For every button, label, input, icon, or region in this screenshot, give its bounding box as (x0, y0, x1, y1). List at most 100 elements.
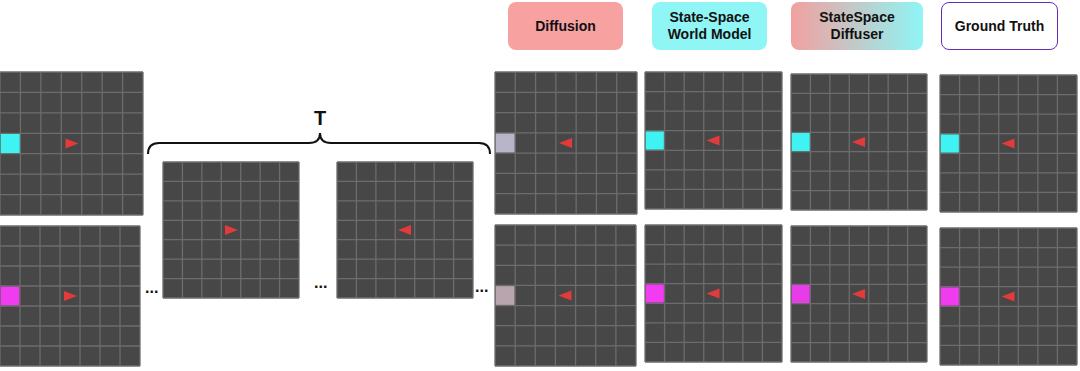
grid-line (940, 113, 1077, 114)
grid-line (723, 72, 724, 209)
grid-line (939, 228, 940, 365)
grid-line (337, 200, 473, 201)
colored-block (496, 286, 515, 305)
grid-line (868, 226, 869, 362)
grid-line (645, 91, 782, 92)
grid-line (791, 132, 927, 133)
grid-line (0, 153, 143, 154)
grid-line (495, 365, 636, 366)
grid-line (791, 93, 927, 94)
grid-line (926, 74, 927, 210)
agent-triangle (1002, 292, 1015, 302)
grid-line (61, 72, 62, 215)
grid-frame (163, 162, 299, 298)
grid-line (907, 74, 908, 210)
grid-line (0, 226, 1, 366)
grid-line (791, 73, 927, 74)
grid-line (0, 72, 1, 215)
grid-line (0, 365, 140, 366)
grid-line (616, 72, 617, 214)
grid-line (20, 72, 21, 215)
grid-line (645, 169, 782, 170)
grid-line (742, 225, 743, 362)
grid-line (781, 225, 782, 362)
grid-line (762, 225, 763, 362)
grid-line (0, 173, 143, 174)
method-header: Diffusion (508, 2, 623, 50)
grid-line (221, 162, 222, 298)
agent-triangle (64, 291, 77, 301)
grid-line (595, 225, 596, 366)
grid-line (201, 162, 202, 298)
colored-block (941, 134, 959, 152)
grid-line (163, 220, 299, 221)
grid-line (907, 226, 908, 362)
grid-line (645, 208, 782, 209)
grid-line (1076, 228, 1077, 365)
grid-line (575, 225, 576, 366)
grid-line (596, 72, 597, 214)
grid-line (940, 172, 1077, 173)
grid-line (791, 303, 927, 304)
grid-line (849, 74, 850, 210)
agent-triangle (707, 136, 720, 146)
grid-line (453, 162, 454, 298)
grid-line (790, 74, 791, 210)
grid-line (940, 211, 1077, 212)
grid-line (495, 345, 636, 346)
grid-line (940, 192, 1077, 193)
grid-line (645, 361, 782, 362)
header-text: Diffusion (535, 18, 596, 35)
grid-line (959, 228, 960, 365)
header-text: StateSpace Diffuser (797, 9, 917, 43)
grid-line (723, 225, 724, 362)
grid-line (495, 193, 637, 194)
grid-line (163, 258, 299, 259)
grid-line (791, 112, 927, 113)
grid-line (791, 170, 927, 171)
grid-line (644, 225, 645, 362)
grid-line (664, 72, 665, 209)
grid-line (940, 133, 1077, 134)
ellipsis: ... (145, 279, 158, 297)
grid-line (644, 72, 645, 209)
grid-frame (495, 225, 636, 366)
grid-frame (645, 72, 782, 209)
grid-line (279, 162, 280, 298)
grid-line (0, 265, 140, 266)
grid-line (472, 162, 473, 298)
grid-line (887, 74, 888, 210)
grid-line (39, 226, 40, 366)
grid-line (998, 228, 999, 365)
grid-line (1018, 75, 1019, 212)
grid-line (940, 227, 1077, 228)
grid-line (40, 72, 41, 215)
grid-line (940, 153, 1077, 154)
grid-frame (791, 226, 927, 362)
grid-line (791, 209, 927, 210)
grid-line (535, 72, 536, 214)
grid-line (940, 247, 1077, 248)
grid-line (0, 225, 140, 226)
grid-line (615, 225, 616, 366)
grid-line (0, 285, 140, 286)
grid-frame (0, 226, 140, 366)
grid-line (645, 189, 782, 190)
grid-line (887, 226, 888, 362)
grid-line (645, 71, 782, 72)
grid-line (495, 152, 637, 153)
grid-line (59, 226, 60, 366)
method-header: State-Space World Model (652, 2, 767, 50)
grid-line (337, 161, 473, 162)
agent-triangle (1002, 139, 1015, 149)
grid-line (0, 71, 143, 72)
colored-block (792, 285, 810, 303)
method-header: StateSpace Diffuser (791, 2, 923, 50)
grid-line (645, 342, 782, 343)
grid-line (762, 72, 763, 209)
agent-triangle (707, 289, 720, 299)
ellipsis: ... (475, 278, 488, 296)
grid-line (337, 297, 473, 298)
grid-line (495, 265, 636, 266)
